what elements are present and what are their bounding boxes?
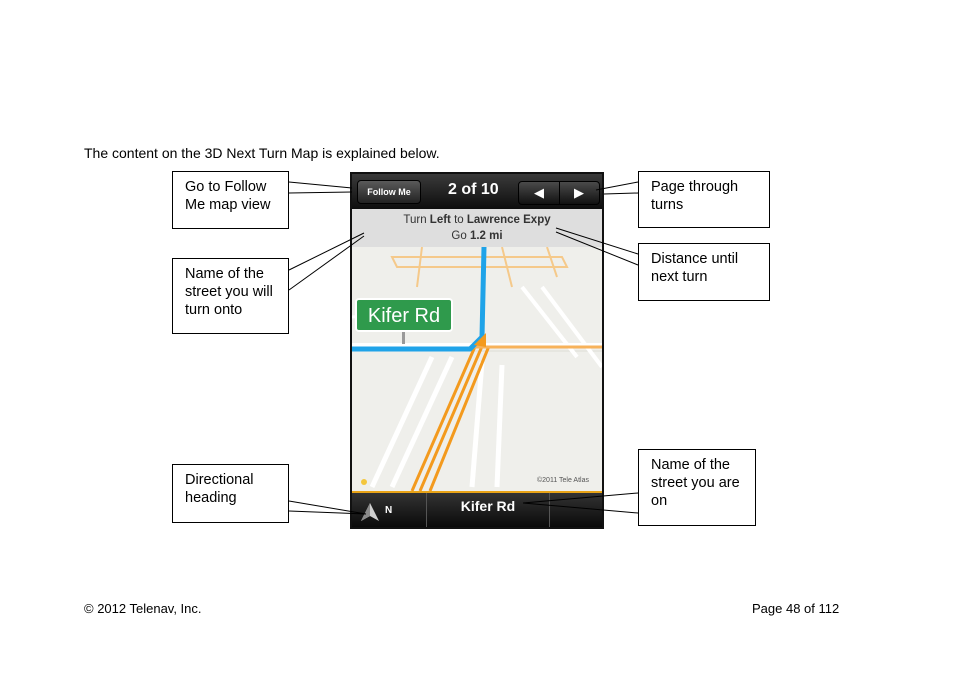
instruction-distance: 1.2 mi (469, 230, 503, 242)
distance-line: Go 1.2 mi (352, 230, 602, 242)
callout-distance: Distance until next turn (638, 243, 770, 301)
compass-icon[interactable] (360, 503, 380, 521)
top-bar: Follow Me 2 of 10 ◀ ▶ (352, 174, 602, 209)
heading-letter: N (385, 505, 393, 516)
turn-instruction-line: Turn Left to Lawrence Expy (352, 214, 602, 226)
phone-screen: Follow Me 2 of 10 ◀ ▶ Turn Left to Lawre… (350, 172, 604, 529)
turn-pager: ◀ ▶ (518, 181, 600, 205)
page-number: Page 48 of 112 (752, 601, 840, 616)
previous-turn-button[interactable]: ◀ (519, 182, 560, 204)
callout-street-turn-onto: Name of the street you will turn onto (172, 258, 289, 334)
turn-counter: 2 of 10 (448, 181, 499, 198)
current-street: Kifer Rd (426, 493, 550, 527)
map-street-sign: Kifer Rd (368, 305, 440, 327)
callout-distance-text: Distance until next turn (651, 251, 739, 285)
intro-text: The content on the 3D Next Turn Map is e… (84, 145, 440, 161)
callout-street-on-text: Name of the street you are on (651, 457, 740, 509)
callout-street-on: Name of the street you are on (638, 449, 756, 526)
right-arrow-icon: ▶ (574, 185, 584, 200)
instruction-turn-word: Turn (403, 214, 430, 226)
instruction-to-word: to (450, 214, 467, 226)
callout-page-turns: Page through turns (638, 171, 770, 228)
footer-copyright: © 2012 Telenav, Inc. (84, 601, 202, 616)
map-copyright: ©2011 Tele Atlas (537, 477, 589, 484)
next-turn-button[interactable]: ▶ (559, 182, 599, 204)
map-view[interactable]: Kifer Rd (352, 247, 602, 491)
callout-follow-me: Go to Follow Me map view (172, 171, 289, 229)
instruction-direction: Left (429, 214, 451, 226)
instruction-street: Lawrence Expy (466, 214, 551, 226)
callout-page-turns-text: Page through turns (651, 179, 739, 213)
callout-heading-text: Directional heading (185, 472, 254, 506)
bottom-bar: N Kifer Rd (352, 491, 602, 527)
callout-heading: Directional heading (172, 464, 289, 523)
turn-instruction: Turn Left to Lawrence Expy Go 1.2 mi (352, 209, 602, 248)
follow-me-button[interactable]: Follow Me (357, 180, 421, 204)
left-arrow-icon: ◀ (534, 185, 544, 200)
callout-follow-me-text: Go to Follow Me map view (185, 179, 271, 213)
instruction-go-word: Go (451, 230, 470, 242)
callout-street-turn-onto-text: Name of the street you will turn onto (185, 266, 273, 318)
